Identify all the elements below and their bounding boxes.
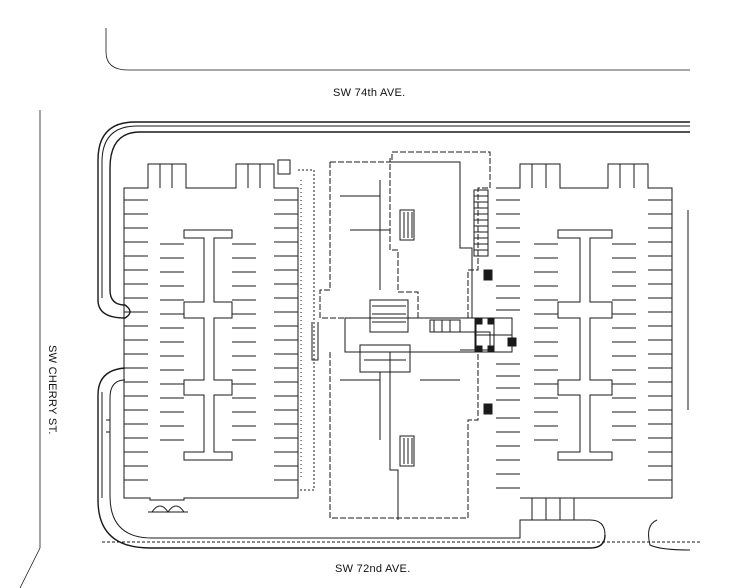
street-curb-south	[20, 548, 40, 588]
parking-lot-west	[106, 160, 314, 512]
street-label-west: SW CHERRY ST.	[46, 345, 58, 435]
parking-lot-east	[496, 164, 688, 520]
east-connector	[474, 190, 520, 414]
street-label-south: SW 72nd AVE.	[335, 563, 411, 575]
street-label-north: SW 74th AVE.	[333, 87, 406, 99]
property-boundary	[98, 122, 700, 550]
building	[312, 152, 490, 520]
street-curb-north	[106, 28, 690, 70]
